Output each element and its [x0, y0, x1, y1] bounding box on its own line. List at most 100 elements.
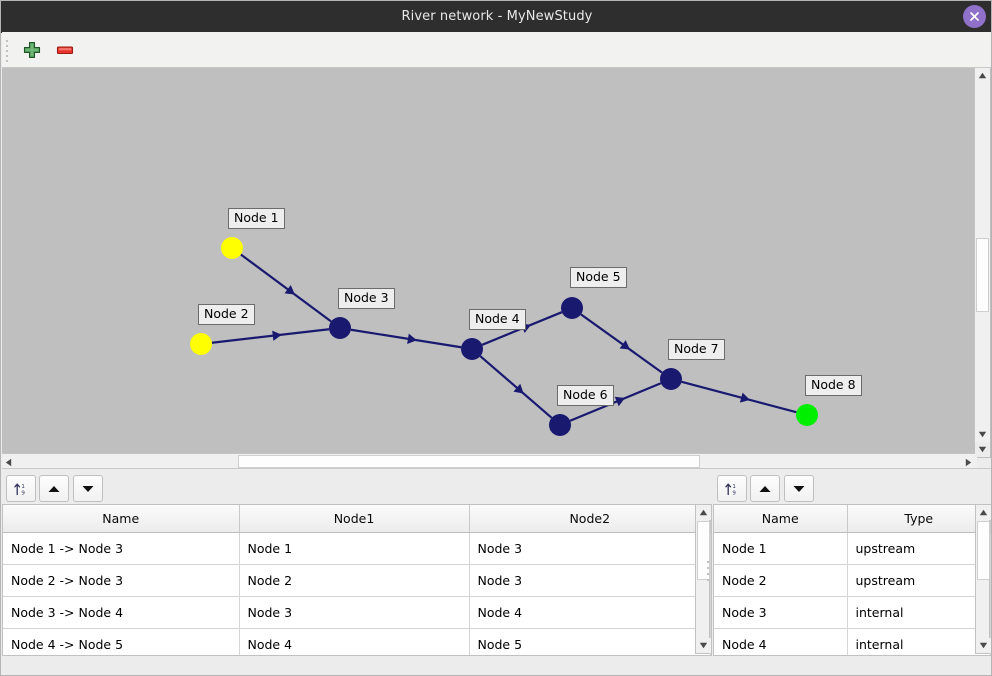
- svg-text:9: 9: [21, 490, 25, 496]
- graph-edge[interactable]: [350, 328, 462, 349]
- graph-vertical-scrollbar[interactable]: [974, 68, 990, 442]
- scroll-down-icon[interactable]: [975, 427, 990, 442]
- vertical-splitter[interactable]: [707, 561, 711, 587]
- graph-edge[interactable]: [211, 328, 330, 344]
- table-cell[interactable]: upstream: [847, 564, 991, 597]
- table-cell[interactable]: Node 4: [469, 596, 711, 629]
- scroll-down-icon[interactable]: [696, 638, 711, 653]
- table-cell[interactable]: Node 1: [714, 532, 848, 565]
- column-header[interactable]: Type: [847, 505, 991, 533]
- table-cell[interactable]: Node 3: [469, 564, 711, 597]
- graph-node-label[interactable]: Node 8: [805, 375, 862, 396]
- arrow-down-icon[interactable]: [784, 475, 814, 502]
- scroll-up-icon[interactable]: [975, 68, 990, 83]
- scroll-down-icon[interactable]: [976, 638, 991, 653]
- graph-edge[interactable]: [580, 313, 663, 374]
- close-icon[interactable]: [963, 5, 986, 28]
- graph-node-label[interactable]: Node 1: [228, 208, 285, 229]
- table-cell[interactable]: internal: [847, 628, 991, 655]
- node-table-scrollbar[interactable]: [975, 504, 991, 654]
- table-cell[interactable]: Node 2: [714, 564, 848, 597]
- table-cell[interactable]: upstream: [847, 532, 991, 565]
- graph-hscroll-thumb[interactable]: [238, 455, 700, 468]
- scroll-right-icon[interactable]: [962, 454, 977, 469]
- column-header[interactable]: Node2: [469, 505, 711, 533]
- sort-icon[interactable]: 1 9: [717, 475, 747, 502]
- graph-vscroll-thumb[interactable]: [976, 238, 989, 312]
- scroll-up-icon[interactable]: [976, 505, 991, 520]
- graph-edge[interactable]: [681, 380, 797, 414]
- scroll-left-icon[interactable]: [2, 454, 17, 469]
- arrow-up-icon[interactable]: [750, 475, 780, 502]
- column-header[interactable]: Name: [3, 505, 240, 533]
- graph-edge-arrow: [407, 333, 417, 344]
- graph-node-label[interactable]: Node 3: [338, 288, 395, 309]
- branch-scroll-thumb[interactable]: [697, 521, 710, 580]
- table-cell[interactable]: Node 3: [239, 596, 470, 629]
- table-cell[interactable]: Node 2 -> Node 3: [3, 564, 240, 597]
- table-cell[interactable]: Node 1 -> Node 3: [3, 532, 240, 565]
- table-cell[interactable]: Node 4 -> Node 5: [3, 628, 240, 655]
- table-cell[interactable]: Node 4: [239, 628, 470, 655]
- table-cell[interactable]: Node 4: [714, 628, 848, 655]
- graph-horizontal-scrollbar[interactable]: [2, 453, 977, 469]
- column-header[interactable]: Node1: [239, 505, 470, 533]
- graph-node-label[interactable]: Node 7: [668, 339, 725, 360]
- branch-table-scrollbar[interactable]: [695, 504, 711, 654]
- graph-node[interactable]: [190, 333, 212, 355]
- graph-node[interactable]: [561, 297, 583, 319]
- graph-edge[interactable]: [479, 355, 553, 419]
- delete-minus-icon[interactable]: [54, 39, 76, 61]
- graph-node[interactable]: [796, 404, 818, 426]
- graph-node[interactable]: [329, 317, 351, 339]
- toolbar-grip[interactable]: [6, 40, 10, 62]
- arrow-down-icon[interactable]: [73, 475, 103, 502]
- graph-node-label[interactable]: Node 6: [557, 385, 614, 406]
- arrow-up-icon[interactable]: [39, 475, 69, 502]
- graph-node[interactable]: [221, 237, 243, 259]
- graph-node[interactable]: [461, 338, 483, 360]
- graph-node-label[interactable]: Node 4: [469, 309, 526, 330]
- graph-edge-arrow: [614, 396, 626, 407]
- river-network-graph[interactable]: Node 1 Node 2 Node 3 Node 4 Node 5 Node 6 Node…: [2, 68, 991, 458]
- table-cell[interactable]: Node 5: [469, 628, 711, 655]
- graph-node-label[interactable]: Node 2: [198, 304, 255, 325]
- graph-node[interactable]: [660, 368, 682, 390]
- add-plus-icon[interactable]: [21, 39, 43, 61]
- table-cell[interactable]: internal: [847, 596, 991, 629]
- graph-edge[interactable]: [240, 253, 332, 323]
- table-cell[interactable]: Node 2: [239, 564, 470, 597]
- table-cell[interactable]: Node 3: [714, 596, 848, 629]
- graph-edges-layer: [211, 253, 797, 422]
- table-cell[interactable]: Node 3: [469, 532, 711, 565]
- graph-node-label[interactable]: Node 5: [570, 267, 627, 288]
- scroll-up-icon[interactable]: [696, 505, 711, 520]
- graph-node[interactable]: [549, 414, 571, 436]
- sort-icon[interactable]: 1 9: [6, 475, 36, 502]
- graph-edge[interactable]: [569, 382, 662, 422]
- table-cell[interactable]: Node 3 -> Node 4: [3, 596, 240, 629]
- scroll-corner: [975, 442, 990, 457]
- table-cell[interactable]: Node 1: [239, 532, 470, 565]
- column-header[interactable]: Name: [714, 505, 848, 533]
- node-scroll-thumb[interactable]: [977, 521, 990, 580]
